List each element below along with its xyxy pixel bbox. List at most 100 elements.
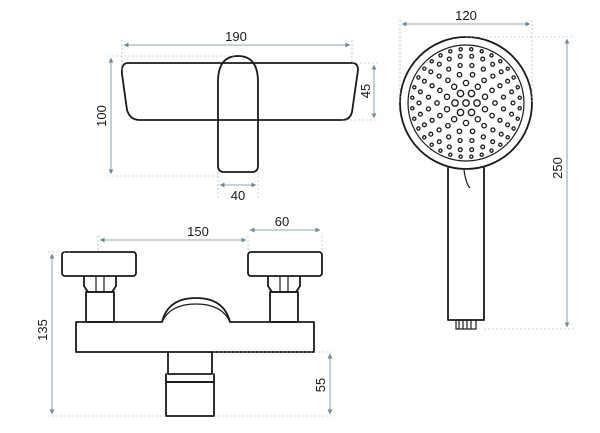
nozzle <box>505 122 511 128</box>
nozzle <box>511 126 516 131</box>
nozzle <box>438 148 443 153</box>
nozzle <box>422 135 427 140</box>
nozzle <box>422 66 427 71</box>
nozzle <box>469 154 474 159</box>
nozzle <box>421 78 427 84</box>
nozzle <box>429 117 435 123</box>
lever-outline <box>217 55 259 173</box>
nozzle <box>458 154 463 159</box>
top-view: 190 45 100 40 <box>94 29 378 203</box>
nozzle <box>469 71 476 78</box>
nozzle <box>450 115 458 123</box>
nozzle <box>448 152 453 157</box>
nozzle <box>425 94 432 100</box>
nozzle <box>469 137 475 144</box>
nozzle <box>462 119 470 127</box>
nozzle <box>489 112 495 119</box>
nozzle <box>445 77 451 84</box>
label-handle-height: 45 <box>358 84 373 98</box>
hose-connector <box>455 319 477 330</box>
nozzle <box>479 152 484 157</box>
nozzle <box>446 134 452 140</box>
nozzle <box>498 69 504 75</box>
nozzle <box>462 79 470 87</box>
nozzle <box>467 108 476 117</box>
nozzle <box>410 106 415 111</box>
left-eccentric <box>85 291 115 323</box>
nozzle <box>436 139 442 145</box>
nozzle <box>428 131 434 137</box>
nozzle <box>429 83 435 89</box>
nozzle <box>481 105 489 113</box>
nozzle <box>474 83 482 91</box>
label-head-diameter: 120 <box>455 8 477 23</box>
nozzle <box>458 47 463 52</box>
nozzle <box>446 56 452 62</box>
nozzle <box>474 115 482 123</box>
right-eccentric <box>269 291 299 323</box>
nozzle <box>492 100 498 106</box>
nozzle <box>481 93 489 101</box>
hand-shower: 120 250 <box>399 8 574 330</box>
label-handle-width: 190 <box>225 29 247 44</box>
outlet-tip <box>165 381 215 417</box>
nozzle <box>417 89 423 95</box>
label-lever-width: 40 <box>231 188 245 203</box>
nozzle <box>437 112 443 119</box>
nozzle <box>451 99 459 107</box>
nozzle <box>489 53 494 58</box>
nozzle <box>436 61 442 67</box>
nozzle <box>445 122 451 129</box>
outlet-nozzle <box>165 373 215 383</box>
shower-head-outer <box>399 36 533 170</box>
left-nut <box>83 275 117 293</box>
nozzle <box>479 49 484 54</box>
nozzle <box>498 142 503 147</box>
label-mixer-height: 135 <box>35 319 50 341</box>
nozzle <box>456 108 465 117</box>
nozzle <box>443 105 451 113</box>
mixer-arch <box>161 303 231 323</box>
nozzle <box>412 85 417 90</box>
nozzle <box>469 62 475 69</box>
nozzle <box>438 53 443 58</box>
nozzle <box>517 106 522 111</box>
nozzle <box>410 95 415 100</box>
nozzle <box>481 77 487 84</box>
shower-head-inner <box>407 44 525 162</box>
nozzle <box>517 95 522 100</box>
nozzle <box>421 122 427 128</box>
nozzle <box>434 100 440 106</box>
nozzle <box>497 117 503 123</box>
nozzle <box>480 134 486 140</box>
nozzle <box>416 100 422 106</box>
nozzle <box>490 73 496 79</box>
right-nut <box>267 275 301 293</box>
nozzle <box>456 128 463 135</box>
handle-bar-outline <box>120 62 359 121</box>
label-connector-width: 60 <box>275 214 289 229</box>
mixer-outlet <box>167 351 213 375</box>
nozzle <box>480 56 486 62</box>
nozzle <box>497 83 503 89</box>
nozzle <box>456 71 463 78</box>
nozzle <box>412 116 417 121</box>
nozzle <box>436 127 442 133</box>
nozzle <box>509 111 515 117</box>
label-connector-spacing: 150 <box>187 224 209 239</box>
label-shower-length: 250 <box>550 157 565 179</box>
nozzle <box>469 128 476 135</box>
label-body-height: 100 <box>94 105 109 127</box>
right-connector-cap <box>247 251 323 277</box>
front-view: 150 60 135 55 <box>35 214 334 417</box>
nozzle <box>505 78 511 84</box>
nozzle <box>436 73 442 79</box>
nozzle-pattern <box>410 47 522 159</box>
nozzle <box>429 142 434 147</box>
nozzle <box>480 144 486 150</box>
nozzle <box>489 87 495 94</box>
nozzle <box>457 137 463 144</box>
nozzle <box>515 85 520 90</box>
mixer-body <box>75 297 315 353</box>
shower-handle-outline <box>447 167 485 321</box>
